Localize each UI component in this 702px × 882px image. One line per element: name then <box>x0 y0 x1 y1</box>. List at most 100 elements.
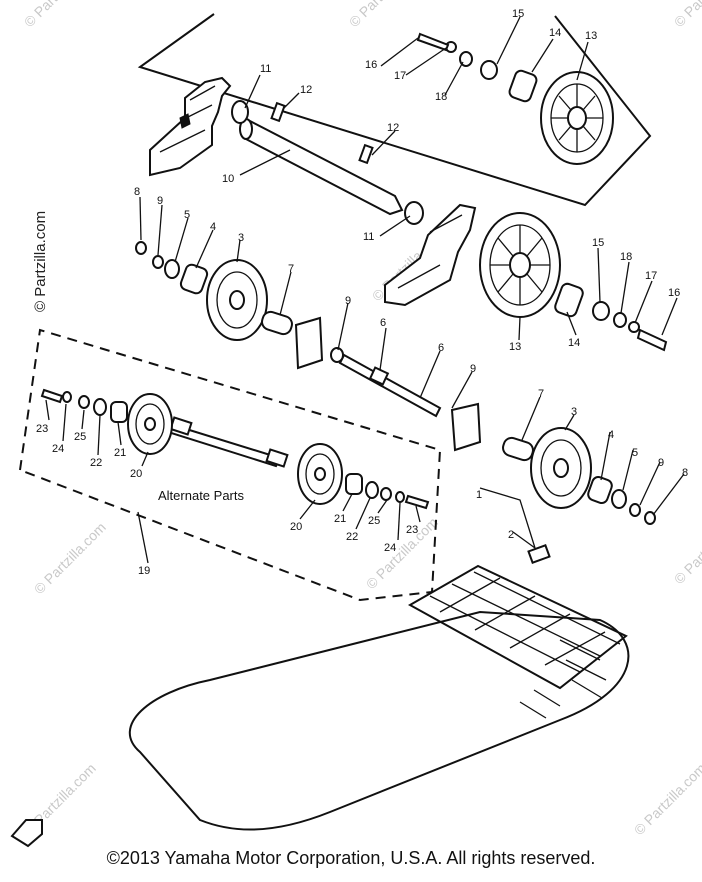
callout-5-left: 5 <box>184 209 190 221</box>
leader-lines <box>45 16 685 564</box>
callout-24-right: 24 <box>384 542 396 554</box>
circlip-5-left <box>164 259 180 279</box>
shaft-10 <box>239 101 404 216</box>
circlip-22-left <box>93 398 107 416</box>
copyright-notice: ©2013 Yamaha Motor Corporation, U.S.A. A… <box>106 848 596 868</box>
callout-3-left: 3 <box>238 232 244 244</box>
callout-20-right: 20 <box>290 521 302 533</box>
circlip-15-upper <box>480 60 498 80</box>
bracket-right <box>384 203 477 307</box>
circlip-22-right <box>365 481 379 499</box>
callout-13-mid: 13 <box>509 341 521 353</box>
plate-left <box>294 316 324 370</box>
callout-25-right: 25 <box>368 515 380 527</box>
nut-8-right <box>644 511 656 525</box>
washer-18-lower <box>613 312 627 328</box>
upper-assembly-outline <box>137 13 652 207</box>
circlip-5-right <box>611 489 627 509</box>
callout-6-lower: 6 <box>438 342 444 354</box>
callout-7-right: 7 <box>538 388 544 400</box>
callout-2: 2 <box>508 529 514 541</box>
callout-16-mid: 16 <box>668 287 680 299</box>
callout-18-top: 18 <box>435 91 447 103</box>
bearing-14-upper <box>508 69 538 103</box>
washer-11-right <box>404 201 424 225</box>
callout-14-top: 14 <box>549 27 561 39</box>
bearing-21-left <box>110 401 128 423</box>
callout-9-left: 9 <box>157 195 163 207</box>
callout-22-left: 22 <box>90 457 102 469</box>
callout-21-right: 21 <box>334 513 346 525</box>
callout-16-top: 16 <box>365 59 377 71</box>
callout-9-mid: 9 <box>345 295 351 307</box>
callout-23-right: 23 <box>406 524 418 536</box>
callout-18-mid: 18 <box>620 251 632 263</box>
plate-right <box>450 402 482 452</box>
slide-rail-frame <box>407 544 628 690</box>
watermark-side-rotated: © Partzilla.com <box>32 211 49 312</box>
callout-21-left: 21 <box>114 447 126 459</box>
callout-9-lower: 9 <box>470 363 476 375</box>
wheel-3-left <box>206 259 268 341</box>
callout-8-right: 8 <box>682 467 688 479</box>
washer-11-left <box>231 100 249 124</box>
callout-24-left: 24 <box>52 443 64 455</box>
watermark-top-left: © Partzilla.com <box>21 0 99 30</box>
circlip-15-lower <box>592 301 610 321</box>
callout-12-mid: 12 <box>387 122 399 134</box>
callout-19: 19 <box>138 565 150 577</box>
callout-8-left: 8 <box>134 186 140 198</box>
front-direction-icon <box>10 819 43 848</box>
callout-15-mid: 15 <box>592 237 604 249</box>
watermark-lower-right: © Partzilla.com <box>671 509 702 587</box>
callout-6-top: 6 <box>380 317 386 329</box>
bearing-21-right <box>345 473 363 495</box>
callout-3-right: 3 <box>571 406 577 418</box>
wheel-20-left <box>127 393 173 455</box>
callout-25-left: 25 <box>74 431 86 443</box>
callout-11-mid: 11 <box>363 231 374 243</box>
bearing-4-left <box>179 263 209 295</box>
bracket-left <box>149 76 232 177</box>
callout-9-right: 9 <box>658 457 664 469</box>
callout-22-right: 22 <box>346 531 358 543</box>
alt-axle <box>166 416 289 468</box>
axle-6 <box>330 347 442 418</box>
nut-8-left <box>135 241 147 255</box>
washer-25-right <box>380 487 392 501</box>
callout-5-right: 5 <box>632 447 638 459</box>
callout-14-mid: 14 <box>568 337 580 349</box>
nut-17-lower <box>628 321 640 333</box>
watermark-top-center: © Partzilla.com <box>346 0 424 30</box>
washer-9-left <box>152 255 164 269</box>
callout-12-top: 12 <box>300 84 312 96</box>
callout-17-mid: 17 <box>645 270 657 282</box>
alternate-parts-boundary <box>19 328 442 602</box>
bolt-23-right <box>404 494 430 510</box>
callout-13-top: 13 <box>585 30 597 42</box>
callout-10: 10 <box>222 173 234 185</box>
bolt-16-lower <box>636 328 668 352</box>
callout-11-top: 11 <box>260 63 271 75</box>
bearing-14-lower <box>554 282 584 318</box>
nut-24-right <box>395 491 405 503</box>
callout-15-top: 15 <box>512 8 524 20</box>
callout-1: 1 <box>476 489 482 501</box>
wheel-3-right <box>530 427 592 509</box>
bolt-23-left <box>40 388 64 404</box>
wheel-13-upper <box>540 71 614 165</box>
callout-17-top: 17 <box>394 70 406 82</box>
callout-4-left: 4 <box>210 221 216 233</box>
callout-4-right: 4 <box>608 429 614 441</box>
callout-labels: 11 12 12 10 15 14 13 16 17 18 11 15 18 1… <box>36 8 688 577</box>
alternate-parts-label: Alternate Parts <box>158 488 244 503</box>
washer-9-right <box>629 503 641 517</box>
wheel-13-lower <box>479 212 561 318</box>
bolt-16-upper <box>416 32 450 52</box>
watermark-bottom-right: © Partzilla.com <box>631 760 702 838</box>
watermark-top-right: © Partzilla.com <box>671 0 702 30</box>
callout-20-left: 20 <box>130 468 142 480</box>
spacer-7-right <box>502 436 534 462</box>
washer-25-left <box>78 395 90 409</box>
